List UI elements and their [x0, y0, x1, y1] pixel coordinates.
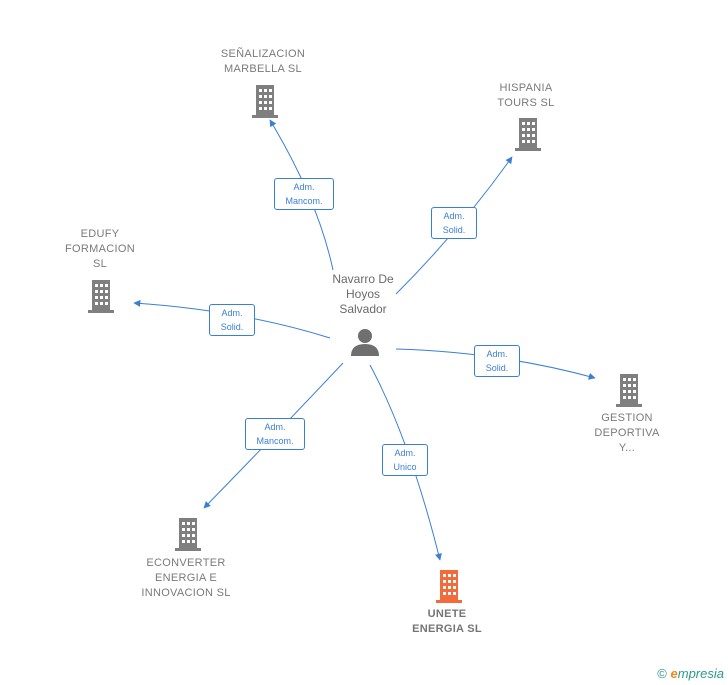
building-icon[interactable]	[88, 280, 114, 313]
person-name[interactable]: Navarro De Hoyos Salvador	[332, 272, 394, 316]
edge-label-econverter: Adm. Mancom.	[245, 418, 305, 450]
node-label-hispania[interactable]: HISPANIA TOURS SL	[497, 82, 555, 109]
building-icon[interactable]	[616, 374, 642, 407]
edge-label-hispania: Adm. Solid.	[431, 207, 477, 239]
edge-label-edufy: Adm. Solid.	[209, 304, 255, 336]
edge-label-gestion: Adm. Solid.	[474, 345, 520, 377]
building-icon[interactable]	[175, 518, 201, 551]
brand-footer[interactable]: © empresia	[657, 666, 724, 681]
copyright-symbol: ©	[657, 666, 667, 681]
building-icon-highlighted[interactable]	[436, 570, 462, 603]
node-label-econverter[interactable]: ECONVERTER ENERGIA E INNOVACION SL	[141, 557, 231, 599]
building-icon[interactable]	[250, 85, 280, 118]
node-label-unete[interactable]: UNETE ENERGIA SL	[412, 608, 482, 635]
node-label-gestion[interactable]: GESTION DEPORTIVA Y...	[594, 412, 660, 454]
building-icon[interactable]	[515, 118, 541, 151]
node-label-senalizacion[interactable]: SEÑALIZACION MARBELLA SL	[220, 48, 306, 75]
edge-label-senalizacion: Adm. Mancom.	[274, 178, 334, 210]
person-icon[interactable]	[351, 329, 379, 356]
brand-logo-initial: e	[670, 666, 678, 681]
brand-logo-text: mpresia	[677, 666, 724, 681]
node-label-edufy[interactable]: EDUFY FORMACION SL	[65, 228, 135, 270]
edge-label-unete: Adm. Unico	[382, 444, 428, 476]
